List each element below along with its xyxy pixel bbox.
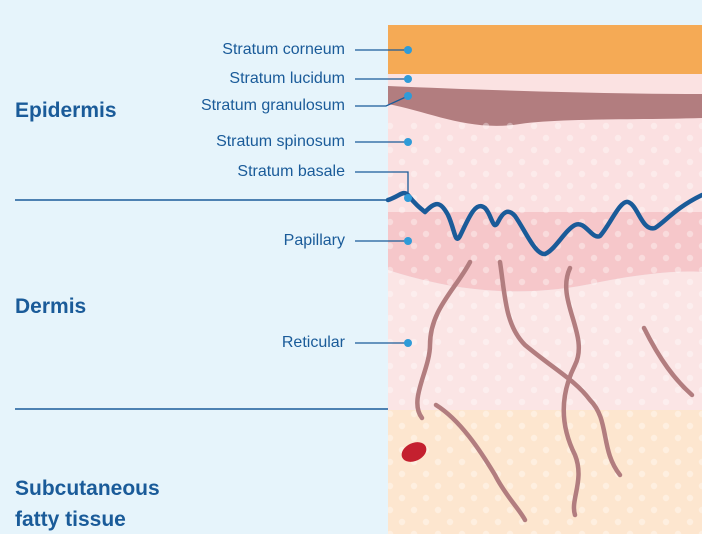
stratum-granulosum-label: Stratum granulosum bbox=[201, 96, 345, 116]
dermis-label: Dermis bbox=[15, 293, 86, 320]
subcutaneous-label-line1: Subcutaneous bbox=[15, 475, 160, 502]
stratum-lucidum-label: Stratum lucidum bbox=[229, 69, 345, 89]
reticular-label: Reticular bbox=[282, 333, 345, 353]
stratum-spinosum-label: Stratum spinosum bbox=[216, 132, 345, 152]
subcutaneous-label-line2: fatty tissue bbox=[15, 506, 126, 533]
stratum-basale-label: Stratum basale bbox=[237, 162, 345, 182]
papillary-label: Papillary bbox=[284, 231, 345, 251]
epidermis-label: Epidermis bbox=[15, 97, 117, 124]
corneum-layer bbox=[388, 25, 702, 74]
cell-texture bbox=[388, 120, 702, 534]
stratum-corneum-label: Stratum corneum bbox=[222, 40, 345, 60]
